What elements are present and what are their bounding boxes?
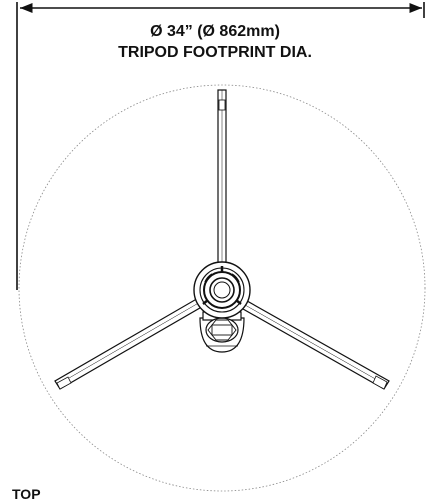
tripod-leg-right [235, 296, 390, 390]
central-hub [193, 261, 251, 319]
dimension-value-label: Ø 34” (Ø 862mm) [150, 23, 280, 40]
tripod-leg-top [217, 89, 227, 269]
footprint-circle [18, 84, 426, 492]
view-label: TOP [12, 486, 41, 502]
tripod-leg-left [54, 296, 206, 390]
dimension-caption-label: TRIPOD FOOTPRINT DIA. [118, 44, 312, 61]
